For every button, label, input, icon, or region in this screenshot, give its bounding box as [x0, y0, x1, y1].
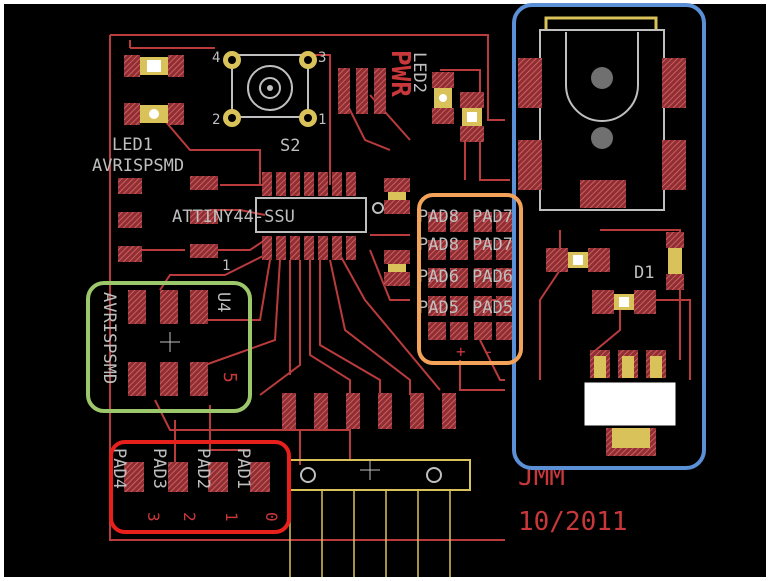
avrisp-crosshair [160, 332, 180, 352]
pad-grid-5-8 [428, 212, 514, 340]
label-n0: 0 [262, 512, 281, 522]
label-u4: U4 [213, 292, 233, 312]
switch-s2 [223, 51, 317, 127]
header-pads-top [338, 68, 386, 114]
label-plus: + [456, 342, 466, 361]
label-led1: LED1 [112, 135, 153, 155]
voltage-regulator [583, 350, 677, 456]
bottom-pads-1-4 [124, 462, 270, 492]
label-s2: S2 [280, 136, 300, 156]
label-n1: 1 [222, 512, 241, 522]
passives-near-ic [384, 178, 410, 286]
label-avrispsmd-rot: AVRISPSMD [99, 292, 119, 384]
highlight-pads-1-4 [109, 440, 291, 534]
label-pad2: PAD2 [193, 448, 213, 489]
bottom-header-pads [282, 393, 456, 429]
power-passives [546, 232, 684, 314]
label-pad6b: PAD6 [472, 267, 513, 287]
left-side-pads [118, 176, 218, 262]
label-minus: - [484, 342, 494, 361]
avrisp-header-pads [128, 290, 208, 396]
highlight-boxes [86, 3, 706, 534]
label-s2-pin1: 1 [318, 112, 326, 128]
label-d1: D1 [634, 263, 654, 283]
smd-pads-top-left [124, 55, 184, 125]
label-s2-pin3: 3 [318, 50, 326, 66]
power-jack [518, 16, 686, 211]
attiny44-ic [255, 172, 384, 260]
label-n2: 2 [180, 512, 199, 522]
highlight-avrisp [86, 281, 252, 413]
led2-pads [432, 72, 484, 142]
label-pad4: PAD4 [109, 448, 129, 489]
label-pad1: PAD1 [233, 448, 253, 489]
label-s2-pin4: 4 [212, 50, 220, 66]
label-pad3: PAD3 [149, 448, 169, 489]
label-pad7: PAD7 [472, 207, 513, 227]
label-date: 10/2011 [518, 507, 628, 537]
label-pad7b: PAD7 [472, 235, 513, 255]
label-avrispsmd-top: AVRISPSMD [92, 156, 184, 176]
label-s2-pin2: 2 [212, 112, 220, 128]
label-num1: 1 [222, 258, 230, 274]
label-led2: LED2 [409, 52, 429, 93]
label-pad5b: PAD5 [472, 298, 513, 318]
label-pad6: PAD6 [418, 267, 459, 287]
label-n3: 3 [144, 512, 163, 522]
label-pad8b: PAD8 [418, 235, 459, 255]
label-attiny44: ATTINY44-SSU [172, 207, 295, 227]
label-num5: 5 [219, 372, 240, 383]
highlight-power-section [512, 3, 706, 470]
highlight-pads-5-8 [417, 193, 523, 365]
label-pad8: PAD8 [418, 207, 459, 227]
silkscreen-labels: LED1 AVRISPSMD S2 ATTINY44-SSU 4 3 2 1 L… [92, 50, 654, 537]
label-pad5: PAD5 [418, 298, 459, 318]
label-pwr: PWR [385, 50, 415, 97]
